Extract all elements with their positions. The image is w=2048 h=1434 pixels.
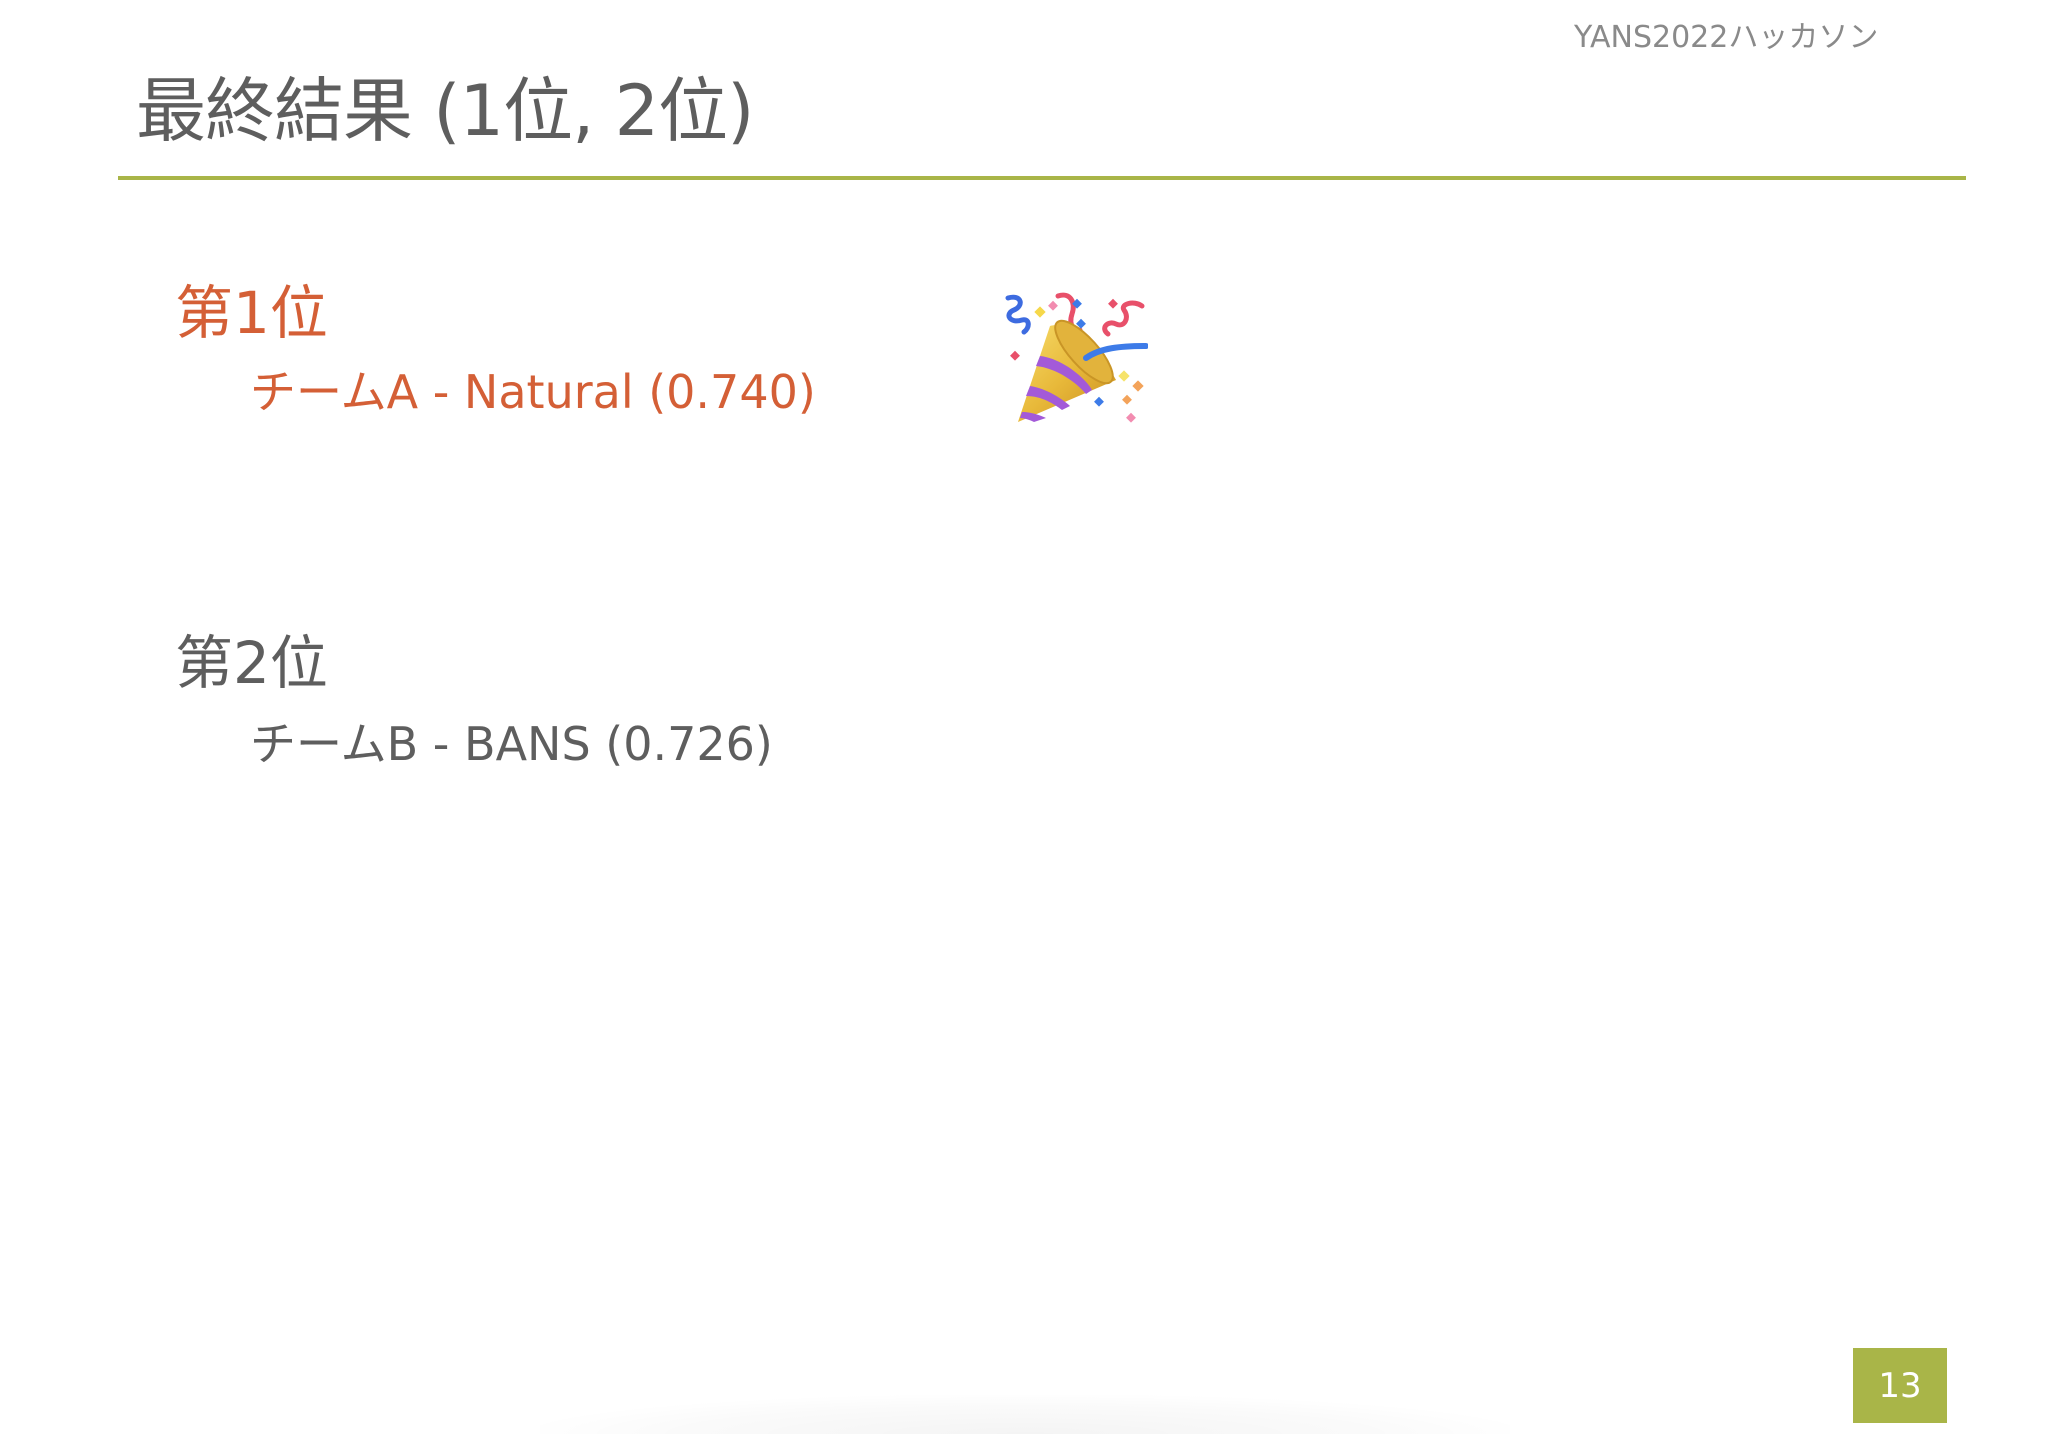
page-title: 最終結果 (1位, 2位) (136, 70, 754, 152)
page-number-badge: 13 (1853, 1348, 1947, 1423)
page-number: 13 (1878, 1365, 1922, 1406)
rank-detail-second: チームB - BANS (0.726) (250, 717, 773, 771)
rank-heading-first: 第1位 (175, 279, 328, 347)
rank-heading-second: 第2位 (175, 629, 328, 697)
bottom-shadow (540, 1395, 1510, 1434)
rank-detail-first: チームA - Natural (0.740) (250, 365, 816, 419)
party-popper-icon (1000, 290, 1149, 430)
header-label: YANS2022ハッカソン (1574, 20, 1879, 55)
title-divider (118, 176, 1966, 180)
